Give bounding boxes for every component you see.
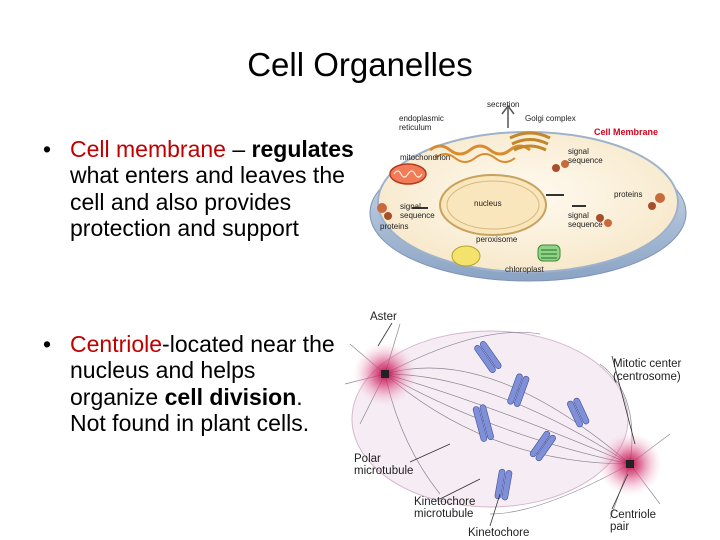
- label-mitotic-center-1: Mitotic center: [613, 358, 682, 370]
- label-proteins-left: proteins: [380, 222, 408, 231]
- dividing-cell-shape: [351, 330, 629, 508]
- cell-diagram: secretion Golgi complex endoplasmic reti…: [369, 100, 687, 282]
- chromosome: [472, 404, 494, 442]
- label-centriole-pair-2: pair: [610, 521, 629, 533]
- label-signal-seq-l-2: sequence: [400, 211, 435, 220]
- golgi-shape: [509, 131, 551, 152]
- label-peroxisome: peroxisome: [476, 235, 518, 244]
- label-golgi: Golgi complex: [525, 114, 576, 123]
- er-shape: [429, 144, 531, 156]
- label-signal-seq-br-2: sequence: [568, 220, 603, 229]
- label-polar-2: microtubule: [354, 465, 413, 477]
- slide-title: Cell Organelles: [247, 46, 473, 83]
- label-aster: Aster: [370, 311, 397, 323]
- bullet-1-rest: what enters and leaves the cell and also…: [70, 162, 345, 242]
- term-centriole: Centriole: [70, 331, 163, 357]
- label-er-1: endoplasmic: [399, 114, 444, 123]
- label-signal-seq-l-1: signal: [400, 202, 421, 211]
- bold-regulates: regulates: [251, 136, 354, 162]
- bold-cell-division: cell division: [164, 383, 297, 410]
- chromosome: [567, 397, 590, 428]
- label-centriole-pair-1: Centriole: [610, 509, 656, 521]
- term-dash: –: [225, 136, 252, 162]
- chromosome: [474, 341, 502, 373]
- chloroplast-shape: [537, 244, 561, 262]
- label-secretion: secretion: [487, 100, 519, 109]
- bullet-2-text-a: -located near the nucleus and helps orga…: [70, 331, 335, 410]
- label-proteins-right: proteins: [614, 190, 642, 199]
- label-nucleus: nucleus: [474, 199, 502, 208]
- label-mitochondrion: mitochondrion: [400, 153, 450, 162]
- peroxisome-shape: [451, 245, 481, 267]
- label-mitotic-center-2: (centrosome): [613, 371, 681, 383]
- label-signal-seq-br-1: signal: [568, 211, 589, 220]
- label-er-2: reticulum: [399, 123, 432, 132]
- bullet-2-text-b: . Not found in plant cells.: [70, 383, 310, 437]
- bullet-symbol: •: [43, 136, 52, 162]
- chromosome: [507, 373, 530, 407]
- bullet-cell-membrane: • Cell membrane – regulates what enters …: [43, 136, 355, 242]
- bullet-centriole: • Centriole-located near the nucleus and…: [43, 331, 343, 437]
- chromosome: [529, 430, 556, 462]
- nucleus-shape: [439, 174, 547, 236]
- chromosome: [494, 468, 513, 501]
- label-kinetochore-mt-1: Kinetochore: [414, 496, 475, 508]
- label-signal-seq-tr-1: signal: [568, 147, 589, 156]
- label-cell-membrane: Cell Membrane: [594, 127, 658, 137]
- label-kinetochore: Kinetochore: [468, 527, 529, 539]
- term-cell-membrane: Cell membrane: [70, 136, 226, 162]
- label-signal-seq-tr-2: sequence: [568, 156, 603, 165]
- label-kinetochore-mt-2: microtubule: [414, 508, 473, 520]
- bullet-symbol: •: [43, 331, 52, 357]
- mitosis-diagram: Aster Mitotic center (centrosome) Polar …: [344, 311, 682, 539]
- label-polar-1: Polar: [354, 453, 381, 465]
- label-chloroplast: chloroplast: [505, 265, 544, 274]
